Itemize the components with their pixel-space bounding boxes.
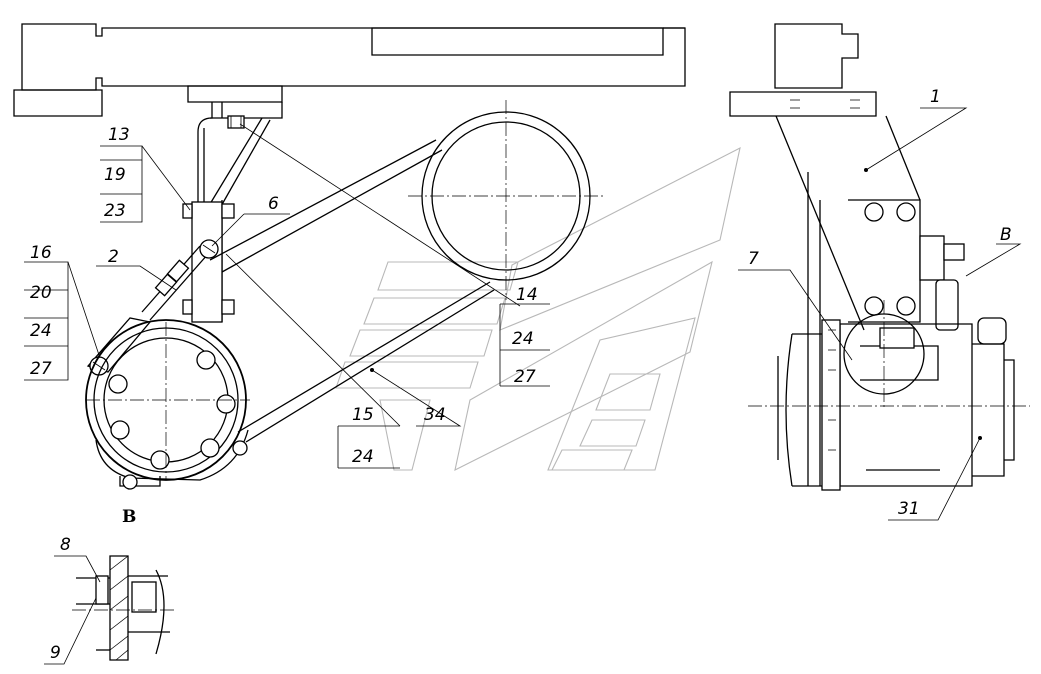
callout-7: 7 [748, 249, 759, 269]
callout-23: 23 [104, 201, 126, 221]
callout-24-mid: 24 [512, 329, 534, 349]
callout-20: 20 [30, 283, 52, 303]
callout-19: 19 [104, 165, 126, 185]
watermark-logo [335, 146, 741, 472]
side-view [729, 23, 1030, 491]
view-label-b: B [122, 507, 136, 527]
callout-1: 1 [930, 87, 941, 107]
callout-14: 14 [516, 285, 538, 305]
callout-6: 6 [268, 194, 279, 214]
callout-27-left: 27 [30, 359, 52, 379]
callout-leaders [24, 107, 1022, 665]
callout-9: 9 [50, 643, 61, 663]
callout-labels: 13 19 23 6 2 16 20 24 27 14 24 27 15 34 … [30, 87, 1012, 663]
callout-15: 15 [352, 405, 374, 425]
callout-27-mid: 27 [514, 367, 536, 387]
detail-view-b [72, 555, 176, 661]
callout-16: 16 [30, 243, 52, 263]
callout-b-side: B [1000, 225, 1012, 245]
callout-34: 34 [424, 405, 446, 425]
front-view [13, 23, 686, 490]
callout-2: 2 [108, 247, 119, 267]
callout-13: 13 [108, 125, 130, 145]
callout-31: 31 [898, 499, 920, 519]
callout-24-left: 24 [30, 321, 52, 341]
callout-8: 8 [60, 535, 71, 555]
callout-24-bottom: 24 [352, 447, 374, 467]
